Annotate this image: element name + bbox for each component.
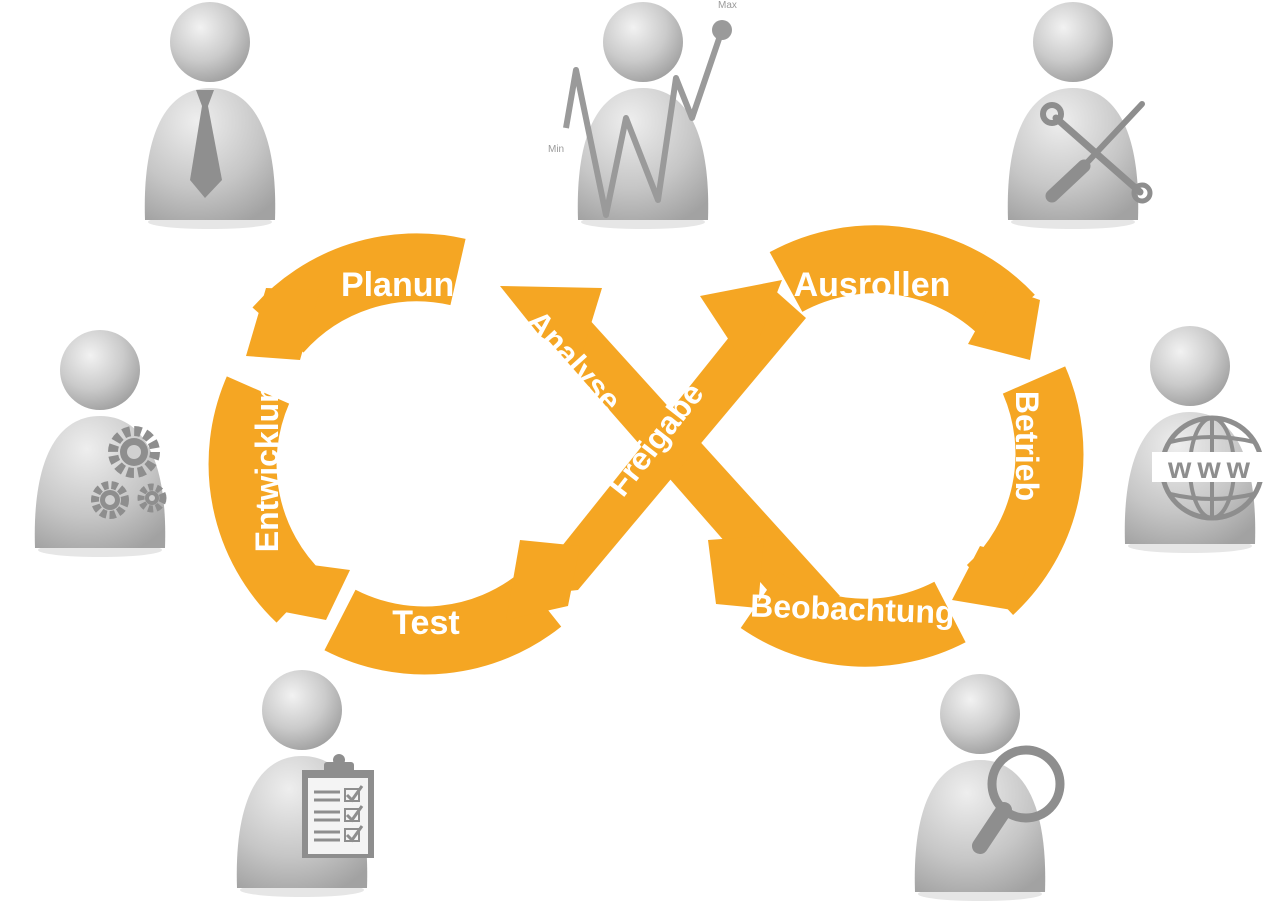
stage-label-develop: Entwicklung	[249, 364, 285, 552]
devops-infinity-loop: Planung Analyse Freigabe Ausrollen Betri…	[208, 225, 1084, 675]
stage-label-operate: Betrieb	[1009, 391, 1045, 501]
right-loop	[708, 225, 1084, 667]
chart-max-label: Max	[718, 0, 737, 11]
diagonal-analysis-arrow	[500, 286, 840, 616]
stage-label-monitor: Beobachtung	[750, 587, 956, 630]
chart-min-label: Min	[548, 144, 564, 155]
left-loop	[208, 233, 580, 675]
tie-icon	[190, 90, 222, 198]
line-chart-icon: Max Min	[548, 0, 737, 218]
stage-label-test: Test	[392, 604, 459, 642]
www-label: www	[1167, 452, 1256, 485]
diagonal-release-arrow	[522, 280, 806, 596]
magnifier-icon	[972, 745, 1065, 854]
person-observer	[914, 674, 1065, 901]
tools-icon	[1040, 101, 1153, 204]
person-analyst: Max Min	[548, 0, 737, 229]
stage-label-planning: Planung	[341, 266, 475, 304]
stage-label-deploy: Ausrollen	[794, 266, 951, 304]
person-technician	[1007, 2, 1153, 229]
globe-www-icon: www	[1152, 415, 1272, 521]
person-manager	[144, 2, 276, 229]
person-developer	[34, 330, 167, 557]
person-web: www	[1124, 326, 1272, 553]
gears-icon	[91, 426, 167, 519]
clipboard-checklist-icon	[302, 754, 374, 858]
person-tester	[236, 670, 374, 897]
